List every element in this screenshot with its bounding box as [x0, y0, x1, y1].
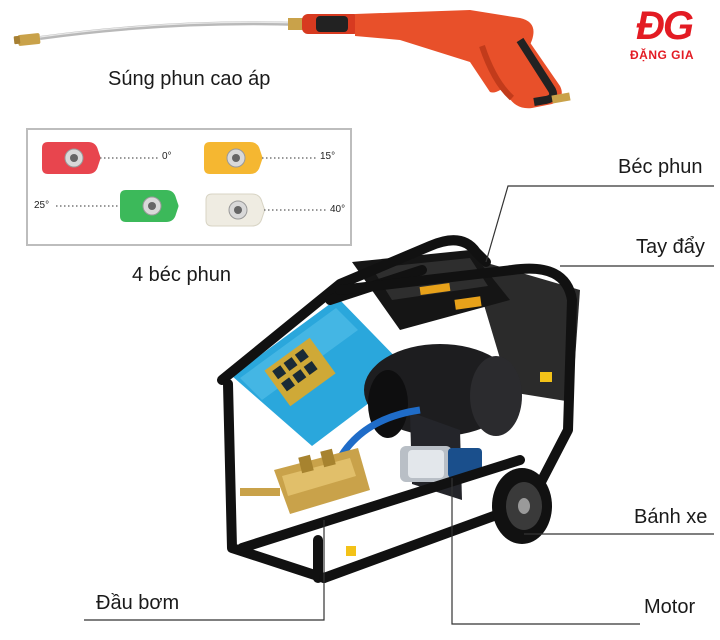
leader-motor: [451, 478, 640, 625]
nozzle-green: [120, 190, 179, 222]
brand-logo: ĐG ĐẶNG GIA: [604, 4, 720, 68]
wheel: [492, 468, 552, 544]
logo-mark: ĐG: [636, 4, 694, 48]
leader-nozzle: [485, 185, 714, 263]
label-handle: Tay đẩy: [636, 236, 705, 258]
label-motor: Motor: [644, 596, 696, 618]
nozzle-set-graphics: [42, 142, 328, 227]
nozzles-caption: 4 béc phun: [132, 264, 231, 286]
tubular-frame: [217, 235, 577, 583]
nozzle-set-box: 0° 15° 25° 40°: [26, 128, 352, 246]
brass-pump-head: [240, 448, 370, 514]
angle-label-0: 0°: [162, 151, 172, 162]
nozzle-white: [205, 193, 265, 227]
label-pump-head: Đầu bơm: [96, 592, 180, 614]
angle-label-25: 25°: [34, 200, 50, 211]
panel-sticker: [264, 337, 336, 407]
gun-caption: Súng phun cao áp: [108, 68, 271, 90]
angle-label-40: 40°: [330, 204, 346, 215]
label-nozzle: Béc phun: [618, 156, 703, 178]
logo-name: ĐẶNG GIA: [630, 48, 694, 62]
label-wheel: Bánh xe: [634, 506, 708, 528]
gun-body: [355, 10, 534, 93]
gun-nozzle-tip: [13, 33, 41, 46]
angle-label-15: 15°: [320, 151, 336, 162]
gun-grip: [476, 28, 562, 109]
gun-lance: [39, 21, 301, 40]
gun-connector: [288, 18, 304, 30]
leader-pump-head: [84, 520, 325, 621]
nozzle-yellow: [204, 142, 263, 174]
nozzle-red: [42, 142, 101, 174]
